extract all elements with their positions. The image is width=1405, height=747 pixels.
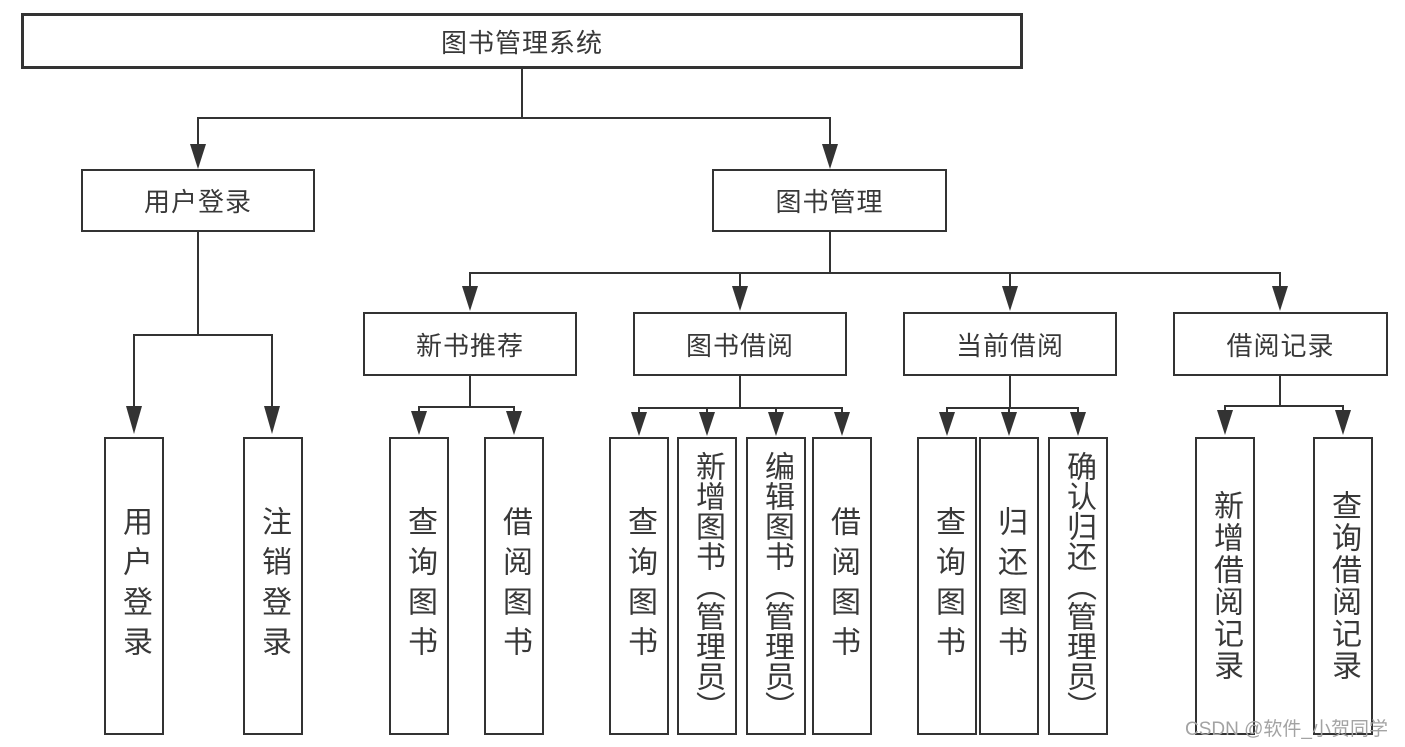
node-user-login-label: 用户登录 [143, 187, 252, 217]
node-new-book-recommend: 新书推荐 [363, 312, 577, 376]
leaf-return-books-label: 归还图书 [993, 506, 1026, 666]
node-user-login: 用户登录 [81, 169, 315, 232]
leaf-borrow-books: 借阅图书 [812, 437, 872, 735]
leaf-query-books-borrowing-label: 查询图书 [623, 506, 656, 666]
node-borrowing-records-label: 借阅记录 [1226, 330, 1335, 361]
leaf-add-books-admin: 新增图书（管理员） [677, 437, 737, 735]
leaf-confirm-return-admin-label: 确认归还（管理员） [1062, 451, 1095, 721]
leaf-logout: 注销登录 [243, 437, 303, 735]
leaf-user-login: 用户登录 [104, 437, 164, 735]
node-book-management: 图书管理 [712, 169, 947, 232]
node-book-management-label: 图书管理 [775, 187, 884, 217]
leaf-borrow-books-recommend: 借阅图书 [484, 437, 544, 735]
leaf-query-borrow-record-label: 查询借阅记录 [1327, 490, 1360, 682]
node-book-borrowing-label: 图书借阅 [685, 330, 794, 361]
leaf-query-books-current-label: 查询图书 [931, 506, 964, 666]
node-book-borrowing: 图书借阅 [633, 312, 847, 376]
node-library-system: 图书管理系统 [21, 13, 1023, 69]
leaf-borrow-books-recommend-label: 借阅图书 [498, 506, 531, 666]
leaf-logout-label: 注销登录 [257, 506, 290, 666]
leaf-edit-books-admin-label: 编辑图书（管理员） [760, 451, 793, 721]
node-borrowing-records: 借阅记录 [1173, 312, 1388, 376]
leaf-return-books: 归还图书 [979, 437, 1039, 735]
leaf-add-borrow-record-label: 新增借阅记录 [1209, 490, 1242, 682]
leaf-edit-books-admin: 编辑图书（管理员） [746, 437, 806, 735]
leaf-query-books-recommend: 查询图书 [389, 437, 449, 735]
leaf-confirm-return-admin: 确认归还（管理员） [1048, 437, 1108, 735]
leaf-query-borrow-record: 查询借阅记录 [1313, 437, 1373, 735]
node-library-system-label: 图书管理系统 [440, 27, 603, 58]
leaf-user-login-label: 用户登录 [118, 506, 151, 666]
leaf-borrow-books-label: 借阅图书 [826, 506, 859, 666]
node-new-book-recommend-label: 新书推荐 [415, 330, 524, 361]
leaf-query-books-current: 查询图书 [917, 437, 977, 735]
leaf-query-books-recommend-label: 查询图书 [403, 506, 436, 666]
node-current-borrowing: 当前借阅 [903, 312, 1117, 376]
leaf-add-borrow-record: 新增借阅记录 [1195, 437, 1255, 735]
leaf-query-books-borrowing: 查询图书 [609, 437, 669, 735]
leaf-add-books-admin-label: 新增图书（管理员） [691, 451, 724, 721]
node-current-borrowing-label: 当前借阅 [955, 330, 1064, 361]
watermark: CSDN @软件_小贺同学 [1185, 719, 1388, 740]
